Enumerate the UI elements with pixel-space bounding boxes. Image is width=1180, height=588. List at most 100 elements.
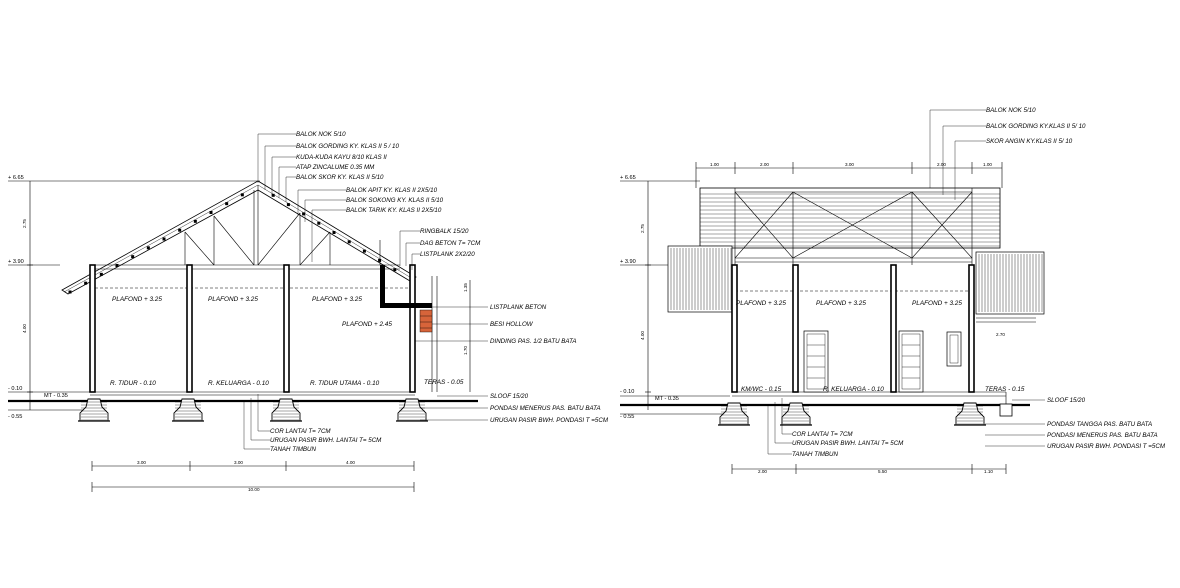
svg-text:1.00: 1.00	[710, 162, 719, 167]
svg-text:LISTPLANK BETON: LISTPLANK BETON	[490, 304, 547, 311]
left-plafond-1: PLAFOND + 3.25	[112, 296, 162, 303]
svg-text:- 0.10: - 0.10	[620, 389, 634, 395]
svg-text:SLOOF 15/20: SLOOF 15/20	[490, 393, 529, 400]
left-foundations	[78, 398, 428, 422]
left-plafond-2: PLAFOND + 3.25	[208, 296, 258, 303]
svg-text:LISTPLANK 2X2/20: LISTPLANK 2X2/20	[420, 251, 475, 258]
left-section: + 6.65 + 3.90 - 0.10 - 0.55 MT - 0.35 2.…	[8, 131, 609, 492]
left-level-low: - 0.10	[8, 386, 22, 392]
left-footing-4	[396, 398, 428, 422]
right-walls	[731, 264, 1007, 405]
right-section: + 6.65 + 3.90 - 0.10 - 0.55 MT - 0.35 2.…	[620, 107, 1166, 474]
svg-text:10.00: 10.00	[248, 487, 260, 492]
svg-text:ATAP ZINCALUME 0.35 MM: ATAP ZINCALUME 0.35 MM	[295, 164, 375, 171]
left-level-top: + 6.65	[8, 175, 24, 181]
svg-text:1.00: 1.00	[983, 162, 992, 167]
right-footing-2	[780, 402, 812, 426]
svg-text:COR LANTAI T= 7CM: COR LANTAI T= 7CM	[270, 428, 331, 435]
svg-text:PLAFOND + 3.25: PLAFOND + 3.25	[736, 300, 786, 307]
right-level-markers: + 6.65 + 3.90 - 0.10 - 0.55 MT - 0.35	[620, 175, 700, 420]
svg-text:MT - 0.35: MT - 0.35	[655, 396, 679, 402]
svg-text:PLAFOND + 3.25: PLAFOND + 3.25	[912, 300, 962, 307]
right-roof-callouts: BALOK NOK 5/10 BALOK GORDING KY.KLAS II …	[929, 107, 1086, 200]
svg-text:BESI HOLLOW: BESI HOLLOW	[490, 321, 534, 328]
svg-text:RINGBALK 15/20: RINGBALK 15/20	[420, 228, 469, 235]
right-foundations	[718, 402, 1013, 426]
svg-text:TANAH TIMBUN: TANAH TIMBUN	[270, 446, 316, 453]
svg-text:4.00: 4.00	[346, 460, 355, 465]
svg-text:KM/WC - 0.15: KM/WC - 0.15	[741, 386, 782, 393]
svg-text:1.10: 1.10	[984, 469, 993, 474]
svg-text:BALOK APIT KY. KLAS II 2X5/10: BALOK APIT KY. KLAS II 2X5/10	[346, 187, 438, 194]
left-level-foot: - 0.55	[8, 414, 22, 420]
svg-text:SLOOF 15/20: SLOOF 15/20	[1047, 397, 1086, 404]
svg-text:BALOK GORDING KY. KLAS II 5 /: BALOK GORDING KY. KLAS II 5 / 10	[296, 143, 399, 150]
svg-text:3.00: 3.00	[137, 460, 146, 465]
svg-text:2.00: 2.00	[760, 162, 769, 167]
left-bottom-callouts: COR LANTAI T= 7CM URUGAN PASIR BWH. LANT…	[243, 394, 382, 453]
svg-text:URUGAN PASIR BWH. PONDASI T =5: URUGAN PASIR BWH. PONDASI T =5CM	[1047, 443, 1166, 450]
svg-text:URUGAN PASIR BWH. LANTAI T= 5C: URUGAN PASIR BWH. LANTAI T= 5CM	[792, 440, 904, 447]
right-footing-3	[954, 402, 986, 426]
svg-text:BALOK NOK 5/10: BALOK NOK 5/10	[296, 131, 346, 138]
left-room-2: R. KELUARGA - 0.10	[208, 380, 269, 387]
svg-text:TANAH TIMBUN: TANAH TIMBUN	[792, 451, 838, 458]
left-room-1: R. TIDUR - 0.10	[110, 380, 156, 387]
right-canopies	[667, 245, 1045, 323]
svg-text:2.70: 2.70	[996, 332, 1005, 337]
svg-text:URUGAN PASIR BWH. PONDASI T =5: URUGAN PASIR BWH. PONDASI T =5CM	[490, 417, 609, 424]
svg-text:+ 3.90: + 3.90	[620, 259, 636, 265]
left-footing-2	[172, 398, 204, 422]
svg-text:PONDASI MENERUS PAS. BATU BATA: PONDASI MENERUS PAS. BATU BATA	[490, 405, 601, 412]
svg-text:2.00: 2.00	[937, 162, 946, 167]
svg-text:- 0.55: - 0.55	[620, 414, 634, 420]
svg-text:3.00: 3.00	[234, 460, 243, 465]
left-horizontal-dims: 3.00 3.00 4.00 10.00	[91, 460, 415, 492]
svg-text:1.35: 1.35	[463, 283, 468, 292]
right-vertical-dims: 2.75 4.00 2.70	[640, 181, 1005, 410]
svg-text:4.00: 4.00	[640, 331, 645, 340]
svg-text:BALOK SKOR KY. KLAS II 5/10: BALOK SKOR KY. KLAS II 5/10	[296, 174, 384, 181]
svg-text:COR LANTAI T= 7CM: COR LANTAI T= 7CM	[792, 431, 853, 438]
svg-text:PONDASI MENERUS PAS. BATU BATA: PONDASI MENERUS PAS. BATU BATA	[1047, 432, 1158, 439]
svg-text:TERAS - 0.15: TERAS - 0.15	[985, 386, 1025, 393]
left-plafond-3: PLAFOND + 3.25	[312, 296, 362, 303]
left-walls	[89, 264, 438, 396]
svg-text:PONDASI TANGGA PAS. BATU BATA: PONDASI TANGGA PAS. BATU BATA	[1047, 421, 1152, 428]
svg-text:2.00: 2.00	[758, 469, 767, 474]
left-level-mt: MT - 0.35	[44, 393, 68, 399]
right-bottom-callouts: COR LANTAI T= 7CM URUGAN PASIR BWH. LANT…	[767, 398, 904, 458]
right-room-labels: PLAFOND + 3.25 PLAFOND + 3.25 PLAFOND + …	[736, 300, 1025, 393]
right-roof	[699, 187, 1001, 265]
left-vertical-dims: 2.75 4.00 1.35 1.70	[22, 181, 471, 410]
svg-text:BALOK NOK 5/10: BALOK NOK 5/10	[986, 107, 1036, 114]
left-footing-1	[78, 398, 110, 422]
svg-text:DAG BETON T= 7CM: DAG BETON T= 7CM	[420, 240, 481, 247]
right-top-dims: 1.00 2.00 3.00 2.00 1.00	[695, 162, 1003, 188]
svg-text:R. KELUARGA - 0.10: R. KELUARGA - 0.10	[823, 386, 884, 393]
left-plafond-4: PLAFOND + 2.45	[342, 321, 392, 328]
left-level-mid: + 3.90	[8, 259, 24, 265]
svg-text:BALOK SOKONG KY. KLAS II 5/10: BALOK SOKONG KY. KLAS II 5/10	[346, 197, 444, 204]
svg-text:KUDA-KUDA KAYU 8/10 KLAS II: KUDA-KUDA KAYU 8/10 KLAS II	[296, 154, 387, 161]
svg-text:URUGAN PASIR BWH. LANTAI T= 5C: URUGAN PASIR BWH. LANTAI T= 5CM	[270, 437, 382, 444]
svg-text:5.50: 5.50	[878, 469, 887, 474]
svg-text:2.75: 2.75	[640, 224, 645, 233]
svg-text:PLAFOND + 3.25: PLAFOND + 3.25	[816, 300, 866, 307]
svg-text:+ 6.65: + 6.65	[620, 175, 636, 181]
right-horizontal-dims: 2.00 5.50 1.10	[731, 464, 1007, 474]
left-room-labels: PLAFOND + 3.25 PLAFOND + 3.25 PLAFOND + …	[110, 296, 464, 387]
svg-text:1.70: 1.70	[463, 346, 468, 355]
svg-text:BALOK TARIK KY. KLAS II 2X5/10: BALOK TARIK KY. KLAS II 2X5/10	[346, 207, 442, 214]
svg-text:DINDING PAS. 1/2 BATU BATA: DINDING PAS. 1/2 BATU BATA	[490, 338, 577, 345]
right-step-footing	[999, 403, 1013, 417]
left-room-3: R. TIDUR UTAMA - 0.10	[310, 380, 380, 387]
svg-text:SKOR ANGIN KY.KLAS II 5/ 10: SKOR ANGIN KY.KLAS II 5/ 10	[986, 138, 1073, 145]
svg-text:2.75: 2.75	[22, 219, 27, 228]
left-footing-3	[270, 398, 302, 422]
left-level-markers: + 6.65 + 3.90 - 0.10 - 0.55 MT - 0.35	[8, 175, 260, 420]
svg-text:BALOK GORDING KY.KLAS II 5/ 1: BALOK GORDING KY.KLAS II 5/ 10	[986, 123, 1086, 130]
right-footing-1	[718, 402, 750, 426]
right-bottom-right-callouts: SLOOF 15/20 PONDASI TANGGA PAS. BATU BAT…	[985, 397, 1166, 450]
